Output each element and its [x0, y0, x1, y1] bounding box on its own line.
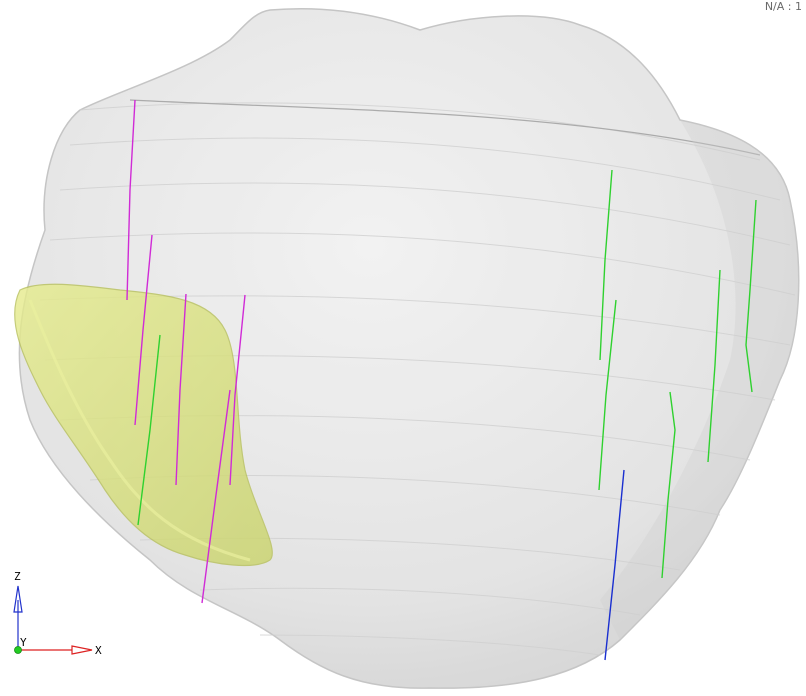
axis-y-label: Y	[20, 636, 27, 649]
corner-status-label: N/A : 1	[764, 0, 802, 13]
lesion-mesh[interactable]	[14, 283, 273, 567]
trajectory-magenta-2[interactable]	[134, 234, 153, 426]
trajectory-magenta-5[interactable]	[201, 389, 231, 604]
trajectory-green-1[interactable]	[137, 334, 161, 526]
trajectory-green-4[interactable]	[707, 269, 721, 463]
trajectory-green-6[interactable]	[661, 391, 676, 579]
trajectory-lines	[126, 99, 757, 661]
axis-z-label: Z	[14, 570, 21, 583]
trajectory-green-3[interactable]	[598, 299, 617, 491]
axis-x-label: X	[95, 644, 102, 657]
trajectory-green-5[interactable]	[745, 199, 757, 393]
trajectory-green-2[interactable]	[599, 169, 613, 361]
axis-triad: Z Y X	[13, 570, 102, 657]
trajectory-magenta-3[interactable]	[175, 293, 187, 486]
trajectory-magenta-4[interactable]	[229, 294, 246, 486]
trajectory-blue-1[interactable]	[604, 469, 625, 661]
trajectory-magenta-1[interactable]	[126, 99, 136, 301]
